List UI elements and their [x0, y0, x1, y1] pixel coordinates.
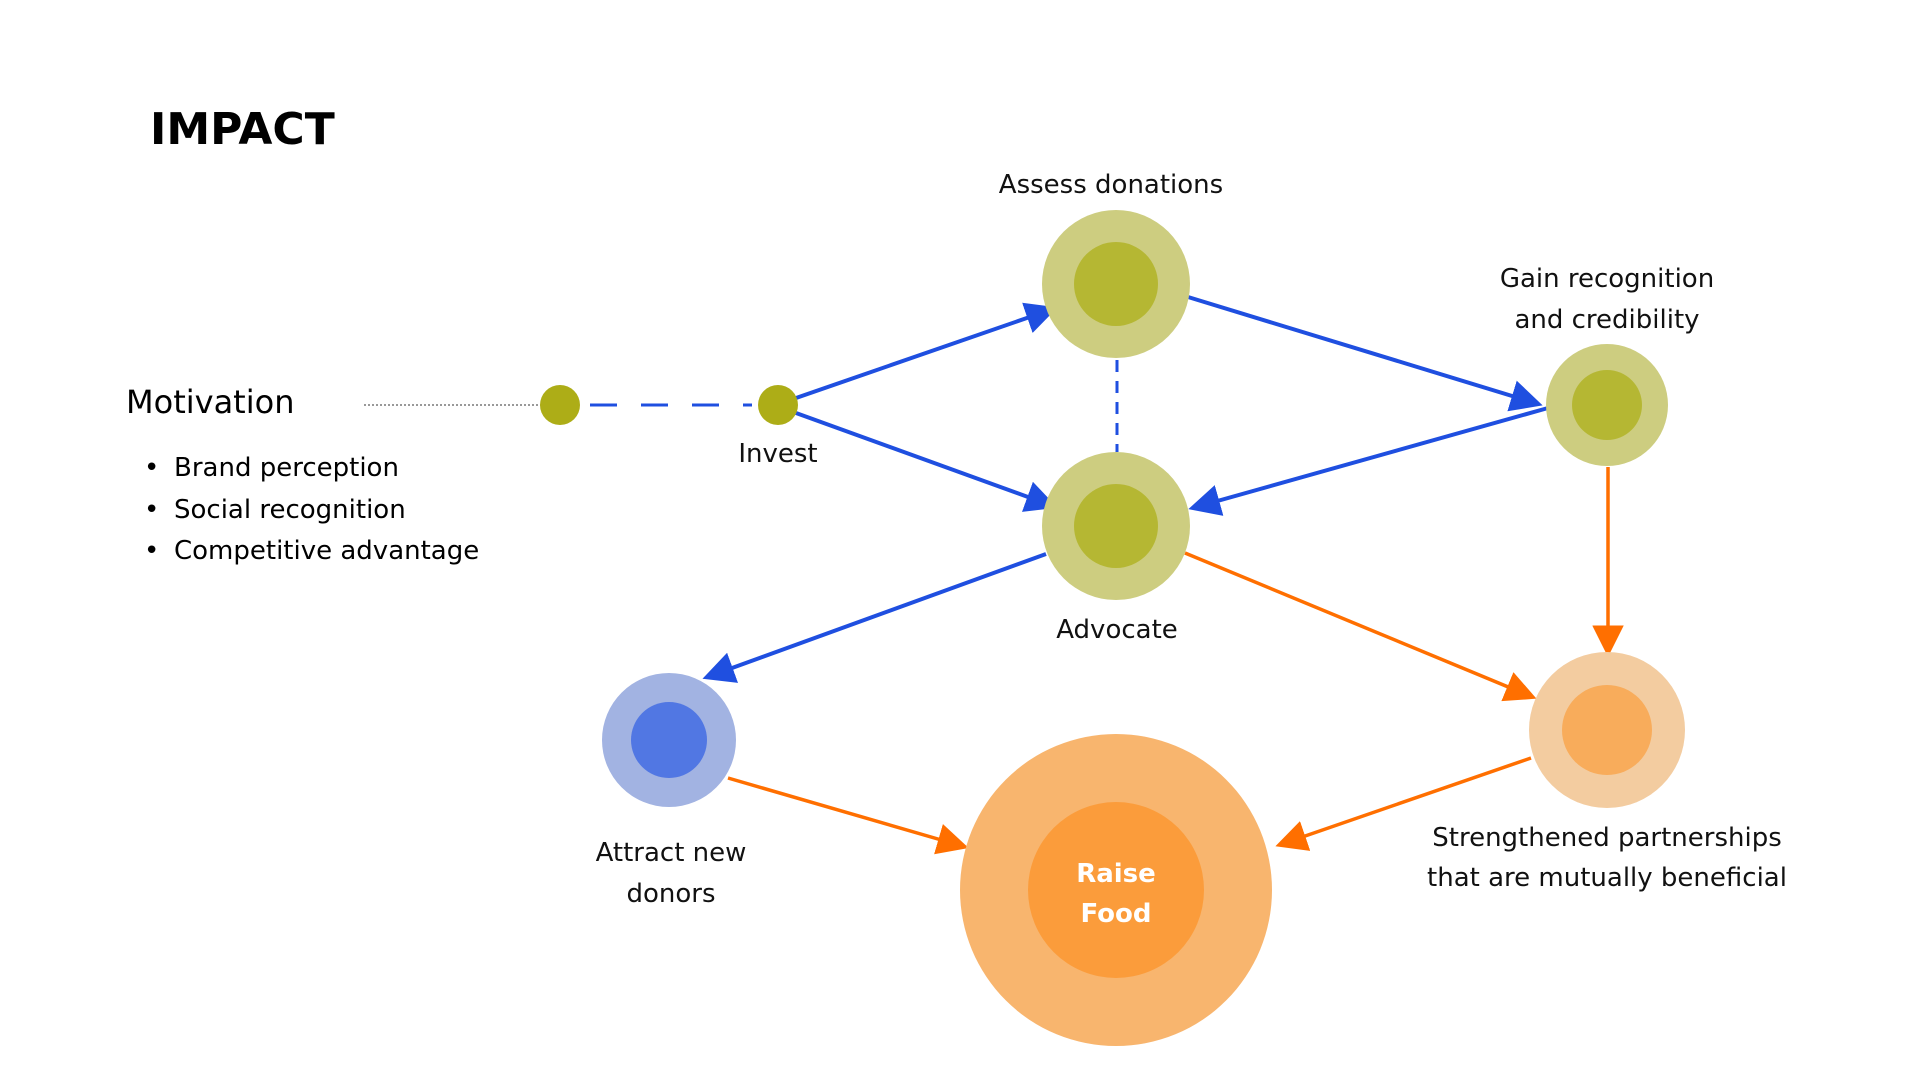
bullet-icon: •: [144, 453, 160, 483]
motivation-item: •Social recognition: [140, 490, 479, 532]
start-dot: [540, 385, 580, 425]
motivation-item: •Brand perception: [140, 448, 479, 490]
label-raise-food-1: Raise: [1076, 859, 1156, 889]
node-inner-circle: [1562, 685, 1652, 775]
motivation-heading: Motivation: [126, 383, 295, 421]
invest-dot: [758, 385, 798, 425]
page-title: IMPACT: [150, 104, 335, 155]
node-inner-circle: [1074, 484, 1158, 568]
motivation-list: •Brand perception •Social recognition •C…: [140, 448, 479, 573]
node-attract-new-donors: [602, 673, 736, 807]
node-inner-circle: [1572, 370, 1642, 440]
node-assess-donations: [1042, 210, 1190, 358]
label-invest: Invest: [738, 439, 817, 469]
label-gain-recognition-1: Gain recognition: [1500, 264, 1714, 294]
edge-attract-raise: [727, 776, 969, 855]
node-advocate: [1042, 452, 1190, 600]
label-assess-donations: Assess donations: [999, 170, 1223, 200]
edge-assess-gain: [1187, 295, 1543, 412]
label-raise-food-2: Food: [1080, 899, 1151, 929]
node-gain-recognition: [1546, 344, 1668, 466]
motivation-item: •Competitive advantage: [140, 531, 479, 573]
node-raise-food: [960, 734, 1272, 1046]
edge-advocate-attract: [702, 552, 1047, 683]
label-strengthened-1: Strengthened partnerships: [1432, 823, 1782, 853]
edge-advocate-strengthened: [1184, 551, 1537, 702]
label-gain-recognition-2: and credibility: [1514, 305, 1699, 335]
edge-invest-assess: [795, 302, 1058, 400]
label-advocate: Advocate: [1056, 615, 1178, 645]
label-attract-2: donors: [626, 879, 715, 909]
label-attract-1: Attract new: [596, 838, 747, 868]
edge-gain-advocate: [1188, 406, 1549, 516]
edge-invest-advocate: [795, 411, 1058, 512]
bullet-icon: •: [144, 536, 160, 566]
edge-strengthened-raise: [1275, 756, 1532, 851]
node-inner-circle: [1028, 802, 1204, 978]
node-strengthened-partnerships: [1529, 652, 1685, 808]
node-inner-circle: [1074, 242, 1158, 326]
bullet-icon: •: [144, 494, 160, 525]
label-strengthened-2: that are mutually beneficial: [1427, 863, 1787, 893]
node-inner-circle: [631, 702, 707, 778]
